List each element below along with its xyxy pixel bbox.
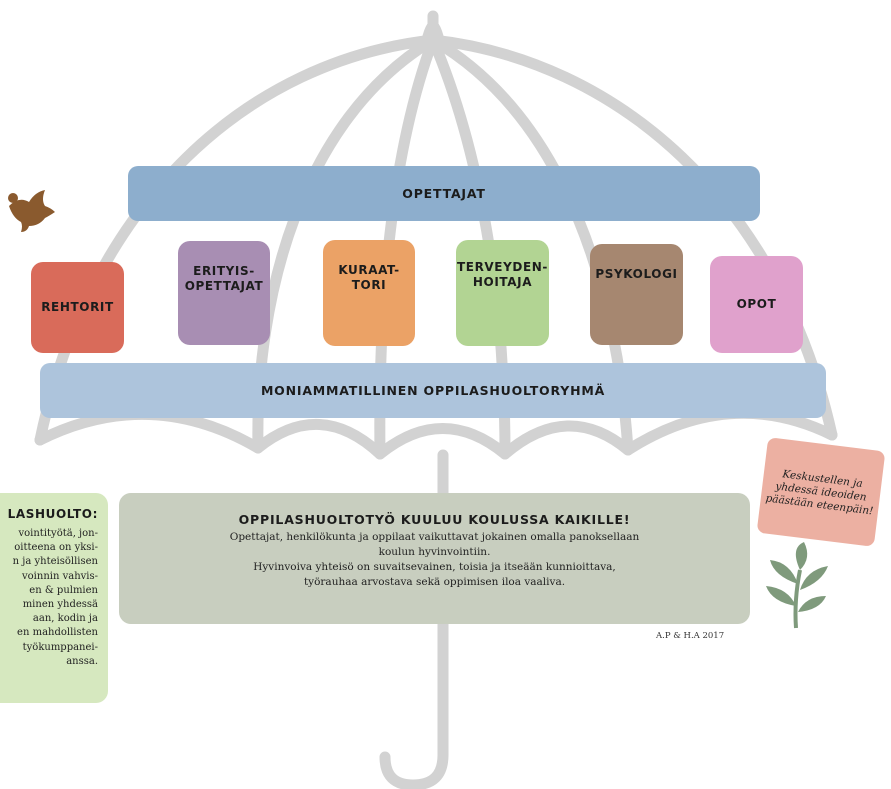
role-box-health-nurse: TERVEYDEN- HOITAJA — [456, 240, 549, 346]
role-box-counselors: OPOT — [710, 256, 803, 353]
sticky-note: Keskustellen ja yhdessä ideoiden päästää… — [756, 437, 886, 547]
credit-text: A.P & H.A 2017 — [656, 631, 725, 641]
side-box-line: voinnin vahvis- — [22, 570, 98, 582]
role-label: PSYKOLOGI — [595, 267, 678, 281]
side-box-line: anssa. — [66, 655, 98, 667]
side-box-line: oitteena on yksi- — [14, 542, 98, 554]
side-box-line: vointityötä, jon- — [18, 528, 99, 539]
side-box-line: työkumppanei- — [22, 641, 98, 653]
top-bar-teachers: OPETTAJAT — [128, 166, 760, 221]
side-box-student-welfare: LASHUOLTO: vointityötä, jon- oitteena on… — [0, 493, 108, 703]
bottom-bar-student-welfare-group: MONIAMMATILLINEN OPPILASHUOLTORYHMÄ — [40, 363, 826, 418]
side-box-title: LASHUOLTO: — [7, 507, 98, 521]
side-box-line: en & pulmien — [29, 584, 98, 596]
side-box-line: en mahdollisten — [17, 627, 98, 639]
role-label-line2: OPETTAJAT — [184, 279, 264, 293]
message-line: Opettajat, henkilökunta ja oppilaat vaik… — [229, 531, 640, 543]
message-line: Hyvinvoiva yhteisö on suvaitsevainen, to… — [253, 561, 616, 573]
role-label-line1: ERITYIS- — [193, 264, 255, 278]
role-box-special-teachers: ERITYIS- OPETTAJAT — [178, 241, 270, 345]
message-box: OPPILASHUOLTOTYÖ KUULUU KOULUSSA KAIKILL… — [119, 493, 750, 624]
bird-icon — [8, 190, 55, 232]
role-box-principals: REHTORIT — [31, 262, 124, 353]
message-line: koulun hyvinvointiin. — [378, 546, 491, 558]
message-line: työrauhaa arvostava sekä oppimisen iloa … — [303, 576, 566, 588]
role-label-line1: KURAAT- — [338, 263, 400, 277]
side-box-line: n ja yhteisöllisen — [12, 556, 98, 568]
top-bar-label: OPETTAJAT — [402, 186, 486, 201]
plant-icon — [766, 542, 828, 629]
role-box-psychologist: PSYKOLOGI — [590, 244, 683, 345]
role-label-line1: TERVEYDEN- — [457, 260, 548, 274]
bottom-bar-label: MONIAMMATILLINEN OPPILASHUOLTORYHMÄ — [260, 383, 606, 398]
role-box-curator: KURAAT- TORI — [323, 240, 415, 346]
role-label: OPOT — [736, 297, 777, 311]
role-label-line2: HOITAJA — [472, 275, 533, 289]
role-label: REHTORIT — [41, 300, 114, 314]
message-title: OPPILASHUOLTOTYÖ KUULUU KOULUSSA KAIKILL… — [238, 512, 631, 527]
role-label-line2: TORI — [351, 278, 387, 292]
side-box-line: aan, kodin ja — [32, 613, 98, 625]
side-box-line: minen yhdessä — [22, 599, 98, 611]
